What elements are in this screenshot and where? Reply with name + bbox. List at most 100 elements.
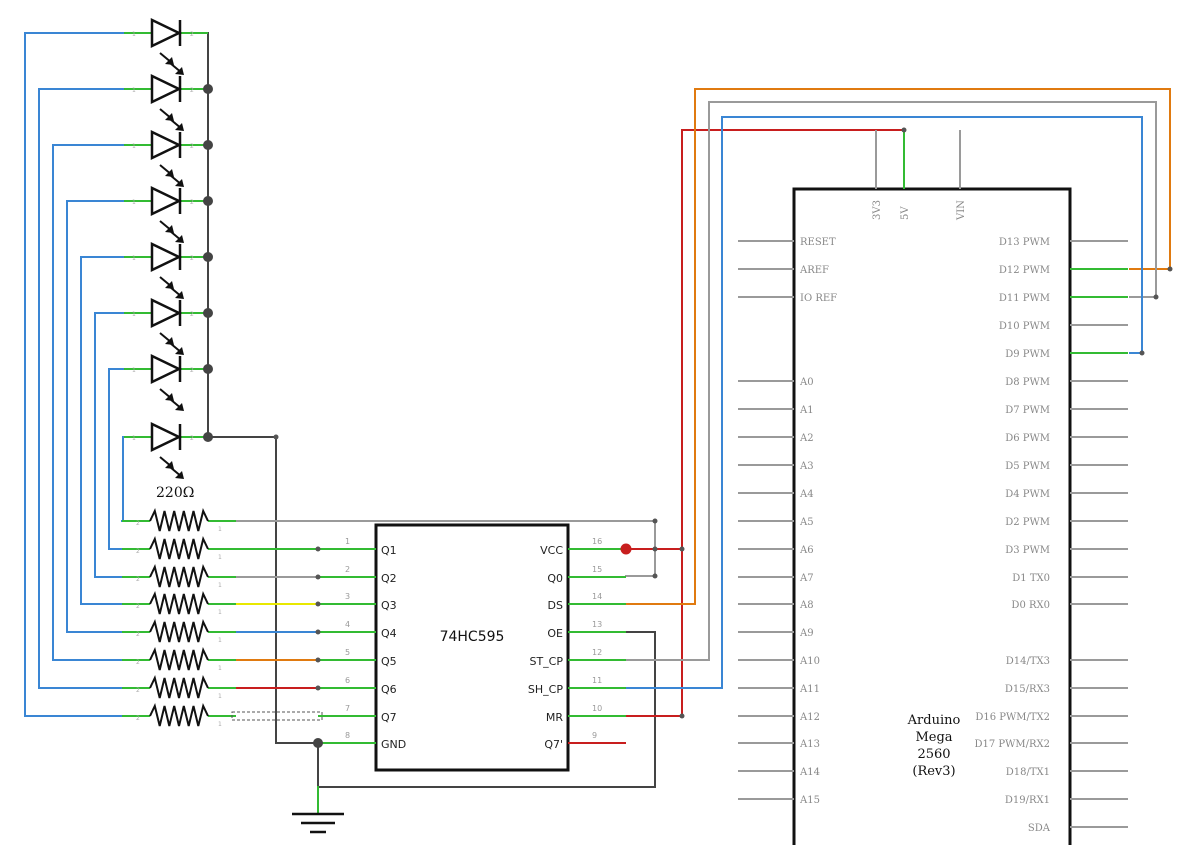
resistor-icon: 21 [122, 647, 236, 672]
arduino-name-line: 2560 [917, 747, 950, 762]
pin-label: D7 PWM [1005, 405, 1050, 416]
wire-led6 [94, 312, 125, 578]
arduino-pin-a10: A10 [738, 656, 820, 667]
wire-led5 [80, 256, 125, 605]
arduino-pin-3v3: 3V3 [872, 130, 883, 220]
pin-label: Q4 [381, 627, 397, 640]
pin-label: D18/TX1 [1006, 767, 1050, 778]
pin-tiny-label: 2 [190, 199, 194, 206]
wires [24, 32, 1171, 813]
arduino-pin-vin: VIN [956, 130, 967, 221]
chip-pin-q7prime: 9Q7' [544, 731, 626, 751]
resistor-icon: 21 [122, 536, 236, 561]
arduino-pin-reset: RESET [738, 237, 836, 248]
wire-led1 [24, 32, 125, 717]
arduino-pin-d0-rx0: D0 RX0 [1011, 600, 1128, 611]
pin-tiny-label: 1 [132, 435, 136, 442]
pin-label: A6 [799, 545, 814, 556]
pin-label: Q2 [381, 572, 397, 585]
pin-label: Q5 [381, 655, 397, 668]
arduino-title: Arduino Mega 2560 (Rev3) [907, 713, 961, 779]
pin-label: D11 PWM [999, 293, 1050, 304]
junction-dot-icon [315, 657, 321, 663]
pin-label: A3 [799, 461, 814, 472]
arduino-pin-d4-pwm: D4 PWM [1005, 489, 1128, 500]
chip-pin-q2: 2Q2 [318, 565, 397, 585]
pin-label: D10 PWM [999, 321, 1050, 332]
pin-number: 5 [345, 648, 350, 657]
chip-pin-q1: 1Q1 [318, 537, 397, 557]
pin-label: SH_CP [528, 683, 563, 696]
pin-label: D5 PWM [1005, 461, 1050, 472]
junction-dot-icon [679, 546, 685, 552]
resistor-icon: 21 [122, 564, 236, 589]
arduino-pin-a15: A15 [738, 795, 820, 806]
arduino-pin-d12-pwm: D12 PWM [999, 265, 1128, 276]
pin-label: Q6 [381, 683, 397, 696]
arduino-pin-sda: SDA [1028, 823, 1128, 834]
arduino-pin-d14-tx3: D14/TX3 [1006, 656, 1128, 667]
pin-label: A5 [799, 517, 814, 528]
pin-tiny-label: 2 [136, 603, 140, 610]
junction-dot-icon [652, 546, 658, 552]
pin-number: 15 [592, 565, 602, 574]
junction-dot-icon [273, 434, 279, 440]
arduino-pin-d15-rx3: D15/RX3 [1005, 684, 1128, 695]
arduino-pin-d8-pwm: D8 PWM [1005, 377, 1128, 388]
wire-led7 [108, 368, 125, 550]
resistor-icon: 21 [122, 675, 236, 700]
pin-label: D14/TX3 [1006, 656, 1050, 667]
junction-dot-icon [203, 432, 213, 442]
pin-tiny-label: 1 [132, 367, 136, 374]
chip-pin-q6: 6Q6 [318, 676, 397, 696]
wire-led8 [121, 436, 125, 522]
pin-label: D13 PWM [999, 237, 1050, 248]
arduino-pin-d9-pwm: D9 PWM [1005, 349, 1128, 360]
pin-tiny-label: 2 [136, 576, 140, 583]
junction-dot-icon [203, 364, 213, 374]
selection-box [231, 711, 323, 721]
pin-tiny-label: 2 [136, 715, 140, 722]
arduino-name-line: Arduino [907, 713, 961, 728]
pin-label: D9 PWM [1005, 349, 1050, 360]
junction-dot-icon [315, 685, 321, 691]
resistor-value-label: 220Ω [156, 485, 194, 501]
wire-led2 [38, 88, 125, 689]
pin-tiny-label: 1 [218, 609, 222, 616]
pin-label: A1 [799, 405, 814, 416]
pin-tiny-label: 2 [190, 367, 194, 374]
arduino-pin-aref: AREF [738, 265, 829, 276]
pin-label: A11 [799, 684, 820, 695]
pin-label: Q7 [381, 711, 397, 724]
pin-label: D12 PWM [999, 265, 1050, 276]
arduino-pin-a14: A14 [738, 767, 820, 778]
pin-number: 2 [345, 565, 350, 574]
pin-tiny-label: 1 [218, 665, 222, 672]
pin-label: D0 RX0 [1011, 600, 1050, 611]
arduino-pin-a12: A12 [738, 712, 820, 723]
junction-dot-icon [315, 546, 321, 552]
junction-dot-icon [203, 140, 213, 150]
pin-label: 3V3 [872, 200, 883, 220]
chip-name: 74HC595 [440, 629, 505, 645]
chip-pin-q4: 4Q4 [318, 620, 397, 640]
pin-tiny-label: 1 [218, 637, 222, 644]
pin-number: 11 [592, 676, 602, 685]
arduino-pin-d1-tx0: D1 TX0 [1012, 573, 1128, 584]
pin-number: 10 [592, 704, 602, 713]
junction-dots [203, 84, 1173, 748]
wire-ds [625, 88, 1171, 605]
pin-label: SDA [1028, 823, 1051, 834]
pin-tiny-label: 2 [190, 311, 194, 318]
junction-dot-icon [315, 629, 321, 635]
arduino-pin-a2: A2 [738, 433, 814, 444]
resistor-icon: 21 [122, 508, 236, 533]
pin-tiny-label: 2 [190, 435, 194, 442]
